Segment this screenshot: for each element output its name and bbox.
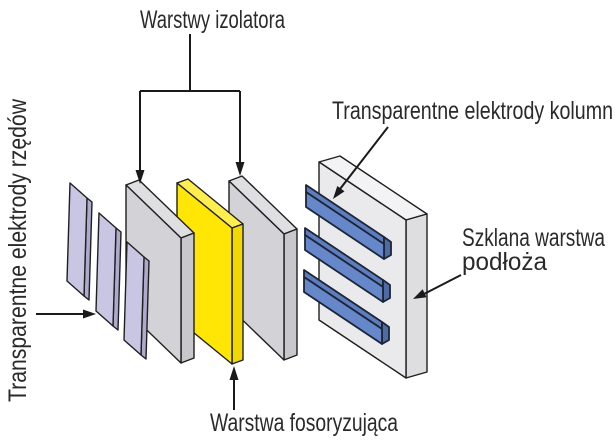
label-glass-substrate-line1: Szklana warstwa — [462, 224, 605, 252]
label-row-electrodes: Transparentne elektrody rzędów — [4, 98, 32, 402]
diagonal-arrowhead-icon — [413, 289, 427, 299]
row-electrode-slab-1 — [66, 182, 93, 301]
row-electrodes-annotation-arrow — [36, 309, 96, 319]
label-column-electrodes: Transparentne elektrody kolumn — [332, 97, 613, 125]
label-insulator-layers: Warstwy izolatora — [140, 6, 285, 34]
column-electrode-bar-3 — [303, 269, 390, 345]
bar-main-face — [304, 234, 384, 303]
row-electrodes — [66, 182, 150, 360]
insulator-side-face — [180, 232, 195, 364]
arrow-line — [339, 126, 389, 190]
glass-substrate-annotation-arrow — [413, 274, 462, 299]
label-glass-substrate-line2: podłoża — [462, 248, 547, 276]
arrow-line — [423, 274, 462, 295]
row-electrode-slab-3 — [123, 241, 150, 360]
row-electrode-slab-2 — [95, 212, 122, 331]
bar-end-face — [381, 321, 390, 345]
row-electrode-main-face — [66, 182, 88, 297]
phosphor-side-face — [231, 223, 244, 365]
label-phosphor-layer: Warstwa fosoryzująca — [210, 409, 398, 437]
down-arrowhead-icon — [235, 162, 245, 176]
bar-main-face — [305, 191, 385, 260]
diagonal-arrowhead-icon — [333, 186, 345, 199]
column-electrode-bar-1 — [305, 184, 392, 260]
down-arrowhead-icon — [135, 170, 145, 184]
up-arrowhead-icon — [229, 366, 239, 380]
insulator-annotation-bracket — [135, 34, 245, 184]
insulator-side-face — [283, 228, 298, 361]
bar-end-face — [382, 279, 391, 303]
row-electrode-main-face — [123, 241, 145, 356]
bar-main-face — [303, 276, 383, 345]
column-electrodes — [303, 184, 392, 345]
right-arrowhead-icon — [83, 309, 96, 319]
column-electrodes-annotation-arrow — [333, 126, 389, 199]
row-electrode-main-face — [95, 212, 117, 327]
phosphor-annotation-arrow — [229, 366, 239, 410]
bar-end-face — [383, 236, 392, 260]
column-electrode-bar-2 — [304, 227, 391, 303]
